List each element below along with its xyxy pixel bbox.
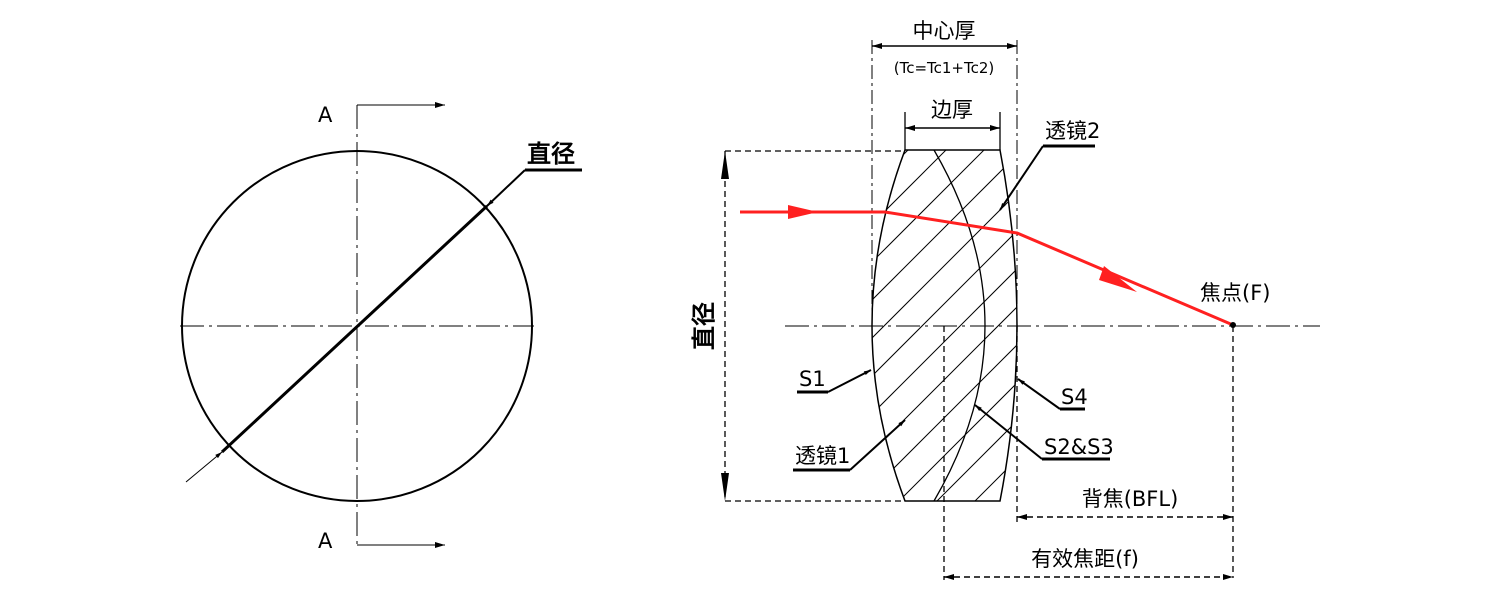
diameter-leader (486, 169, 526, 207)
hatch-line (965, 150, 1017, 501)
hatch-line (889, 150, 1017, 501)
section-label-top: A (318, 103, 333, 127)
center-thickness-label: 中心厚 (913, 19, 976, 43)
focal-point-label: 焦点(F) (1200, 281, 1270, 305)
s2s3-label: S2&S3 (1044, 435, 1114, 459)
section-view: 中心厚 (Tc=Tc1+Tc2) 边厚 直径 焦点(F) 背焦(BFL) 有效焦… (690, 19, 1320, 580)
diameter-arrow-lower (185, 451, 223, 483)
ray-arrow-outgoing (1099, 266, 1137, 292)
hatch-line (872, 150, 1017, 501)
diameter-label: 直径 (527, 140, 575, 168)
s4-label: S4 (1061, 385, 1088, 409)
hatch-line (872, 150, 1017, 501)
s1-leader (827, 369, 872, 393)
center-thickness-formula: (Tc=Tc1+Tc2) (894, 59, 995, 77)
efl-label: 有效焦距(f) (1031, 547, 1139, 571)
hatch-line (927, 150, 1017, 501)
hatch-line (872, 150, 1017, 501)
lens2-leader (999, 145, 1044, 211)
light-ray (740, 210, 1234, 327)
diameter-line (220, 204, 489, 454)
hatch-line (872, 150, 909, 501)
hatch-line (872, 150, 1017, 501)
diameter-vertical-label: 直径 (690, 302, 718, 350)
hatch-line (872, 150, 1017, 501)
s4-leader (1017, 378, 1061, 410)
hatch-line (872, 150, 985, 501)
lens-doublet-outline (871, 149, 1018, 502)
lens1-leader (849, 419, 906, 471)
focal-point-dot (1230, 322, 1236, 328)
bfl-label: 背焦(BFL) (1082, 487, 1179, 511)
front-view: A A 直径 (180, 102, 582, 553)
lens1-label: 透镜1 (795, 444, 850, 468)
lens-hatching (872, 150, 1017, 501)
ray-arrow-incoming (788, 205, 818, 219)
section-label-bottom: A (318, 529, 333, 553)
hatch-line (872, 150, 1017, 501)
hatch-line (872, 150, 947, 501)
s1-label: S1 (799, 367, 826, 391)
lens2-label: 透镜2 (1045, 119, 1100, 143)
edge-thickness-label: 边厚 (931, 98, 973, 122)
s2s3-leader (974, 404, 1043, 460)
